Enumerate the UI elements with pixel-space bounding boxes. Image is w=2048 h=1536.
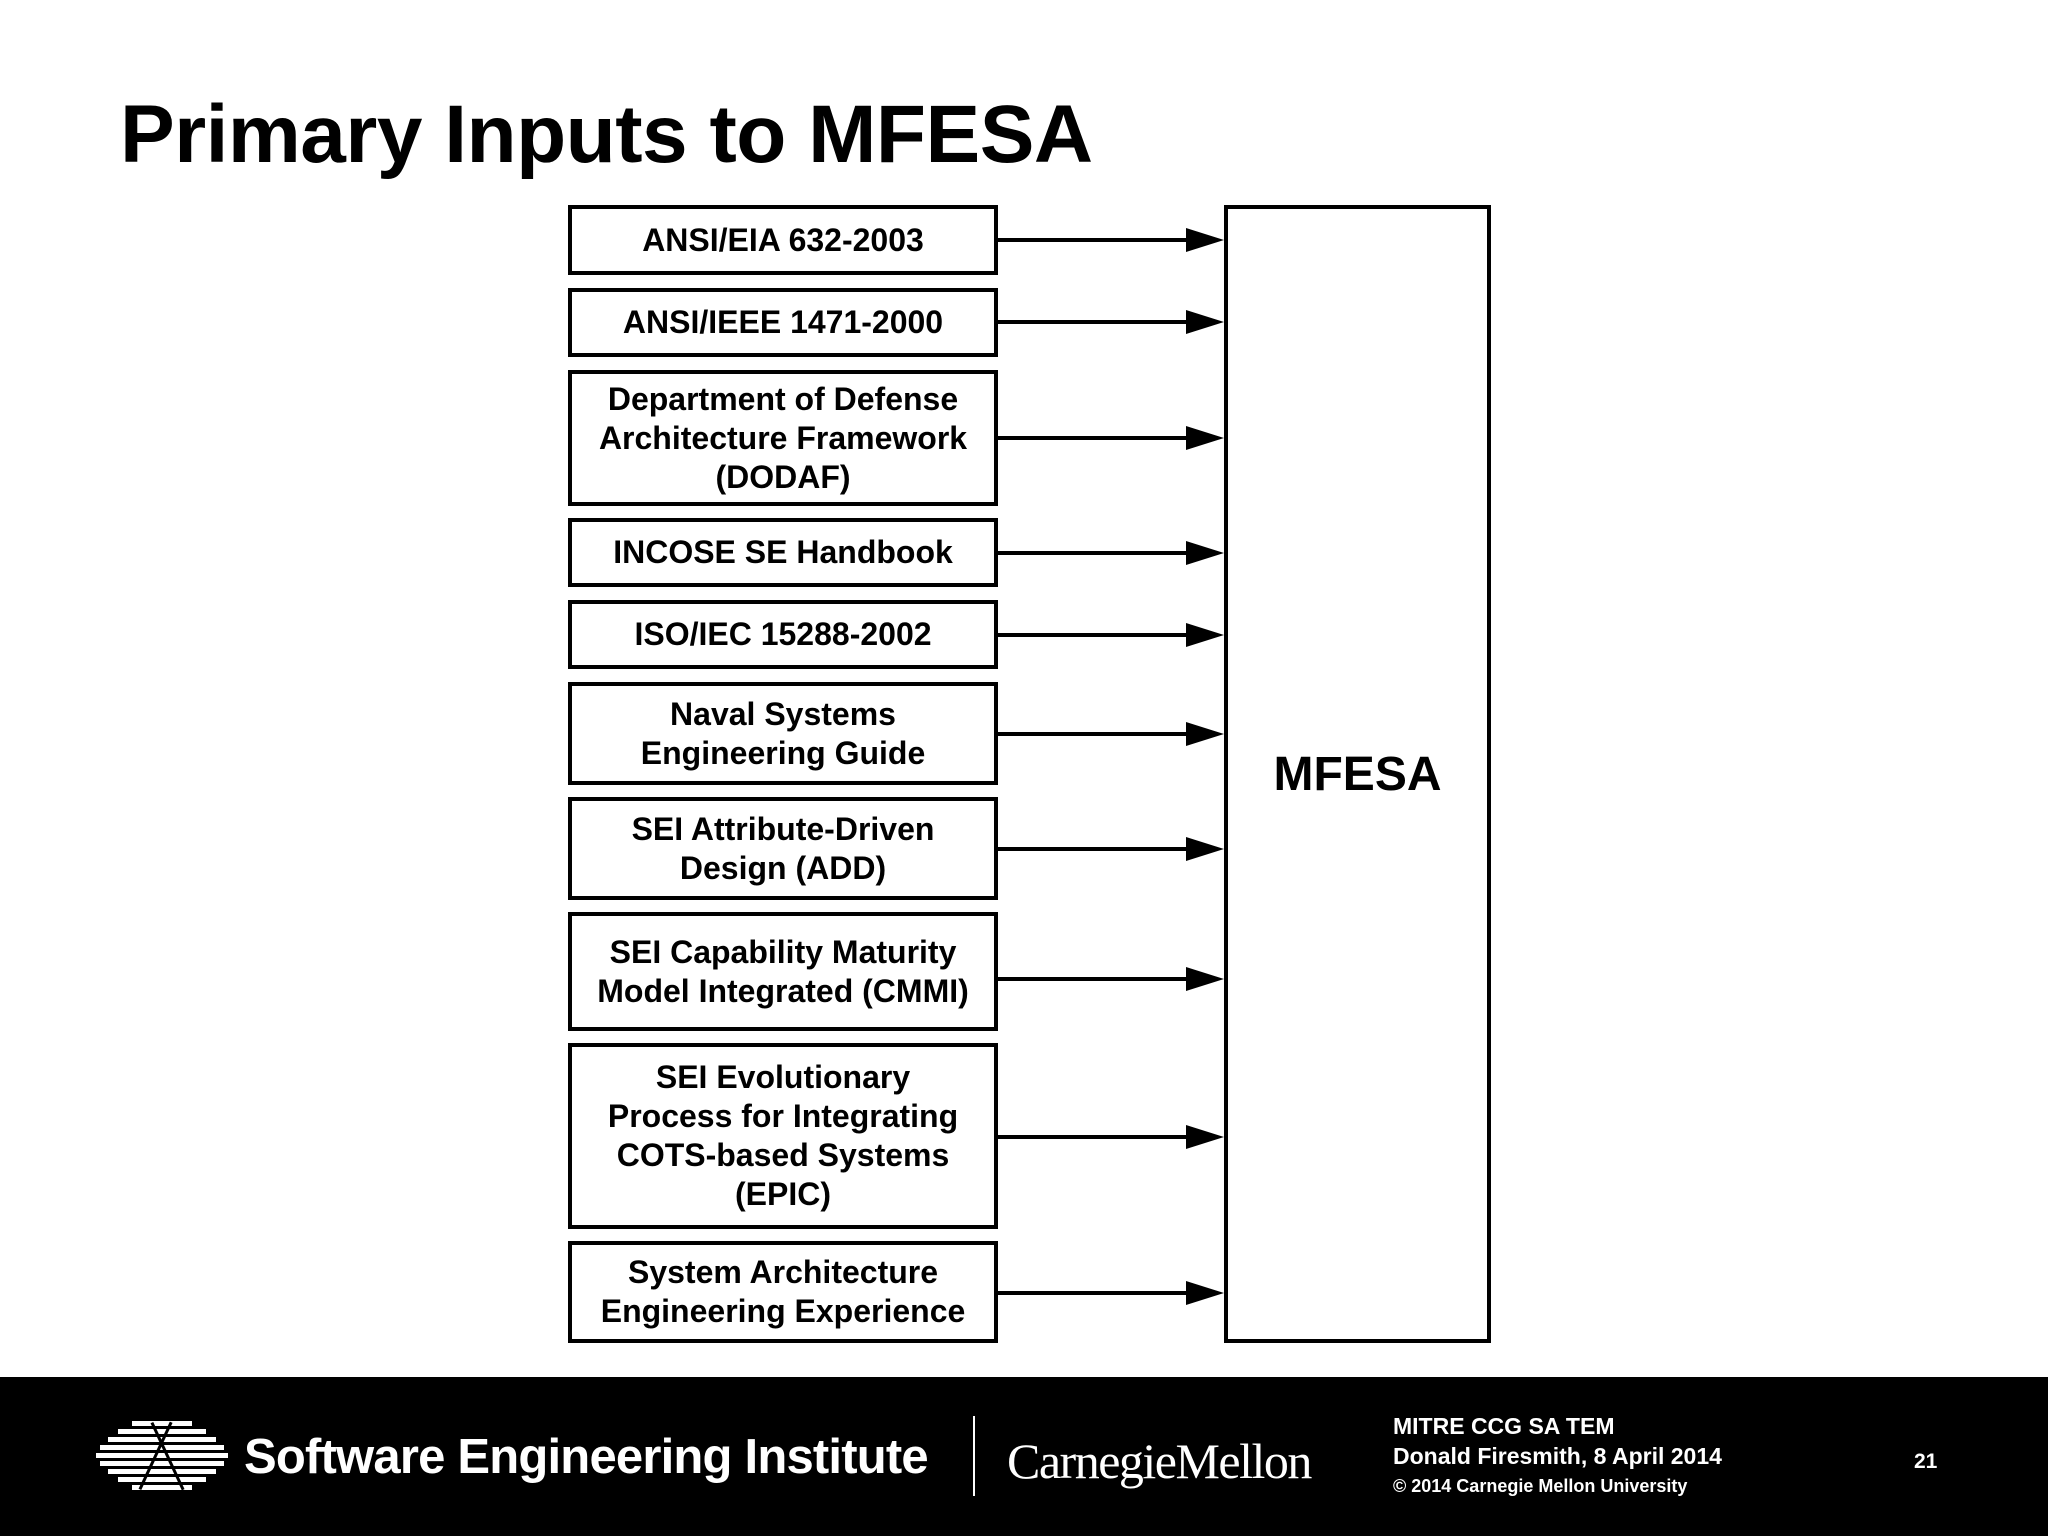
cmu-name: CarnegieMellon (1007, 1433, 1312, 1489)
input-label: Department of Defense Architecture Frame… (598, 380, 968, 495)
input-box-system-architecture-experience: System Architecture Engineering Experien… (568, 1241, 998, 1343)
input-box-iso-iec-15288: ISO/IEC 15288-2002 (568, 600, 998, 669)
input-box-dodaf: Department of Defense Architecture Frame… (568, 370, 998, 506)
input-label: System Architecture Engineering Experien… (600, 1254, 966, 1329)
arrow-sei-cmmi (998, 967, 1224, 991)
input-box-ansi-eia-632: ANSI/EIA 632-2003 (568, 205, 998, 275)
arrow-ansi-eia-632 (998, 228, 1224, 252)
event-name: MITRE CCG SA TEM (1393, 1413, 1615, 1439)
sei-logo-icon (96, 1421, 228, 1491)
arrow-sei-epic (998, 1125, 1224, 1149)
footer-bar: Software Engineering Institute CarnegieM… (0, 1377, 2048, 1536)
footer-divider (973, 1416, 975, 1496)
arrow-incose-se-handbook (998, 541, 1224, 565)
arrow-system-architecture-experience (998, 1281, 1224, 1305)
input-label: Naval Systems Engineering Guide (640, 695, 926, 771)
copyright-text: © 2014 Carnegie Mellon University (1393, 1476, 1688, 1496)
arrow-sei-add (998, 837, 1224, 861)
input-box-naval-systems-engineering-guide: Naval Systems Engineering Guide (568, 682, 998, 785)
slide-title: Primary Inputs to MFESA (120, 89, 1093, 180)
input-label: ISO/IEC 15288-2002 (634, 616, 932, 652)
mfesa-label: MFESA (1273, 748, 1442, 801)
arrow-ansi-ieee-1471 (998, 310, 1224, 334)
input-label: SEI Capability Maturity Model Integrated… (597, 933, 969, 1009)
arrow-dodaf (998, 426, 1224, 450)
page-number: 21 (1914, 1450, 1938, 1473)
arrow-naval-systems-engineering-guide (998, 722, 1224, 746)
input-box-sei-cmmi: SEI Capability Maturity Model Integrated… (568, 912, 998, 1031)
input-label: INCOSE SE Handbook (613, 534, 953, 570)
input-box-sei-add: SEI Attribute-Driven Design (ADD) (568, 797, 998, 900)
footer-info: MITRE CCG SA TEM Donald Firesmith, 8 Apr… (1393, 1411, 1722, 1501)
arrow-iso-iec-15288 (998, 623, 1224, 647)
presenter-date: Donald Firesmith, 8 April 2014 (1393, 1443, 1722, 1469)
input-box-ansi-ieee-1471: ANSI/IEEE 1471-2000 (568, 288, 998, 357)
input-label: SEI Evolutionary Process for Integrating… (607, 1059, 959, 1212)
input-label: ANSI/EIA 632-2003 (642, 221, 924, 258)
sei-name: Software Engineering Institute (244, 1430, 929, 1484)
input-box-incose-se-handbook: INCOSE SE Handbook (568, 518, 998, 587)
mfesa-box: MFESA (1224, 205, 1491, 1343)
input-label: SEI Attribute-Driven Design (ADD) (631, 810, 935, 886)
input-label: ANSI/IEEE 1471-2000 (622, 304, 944, 340)
input-box-sei-epic: SEI Evolutionary Process for Integrating… (568, 1043, 998, 1229)
